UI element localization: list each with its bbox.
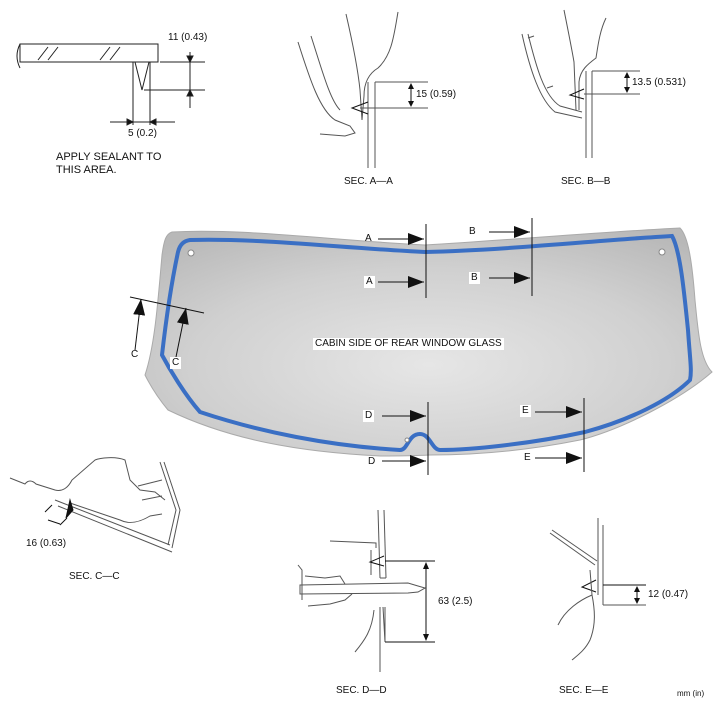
section-b-drawing [521,9,640,158]
section-d-drawing [297,509,435,672]
marker-e-top: E [520,405,531,417]
section-b-dimension: 13.5 (0.531) [632,77,686,88]
sealant-height-dimension: 11 (0.43) [168,32,208,43]
section-e-dimension: 12 (0.47) [648,589,689,600]
glass-label: CABIN SIDE OF REAR WINDOW GLASS [313,338,504,350]
sealant-width-dimension: 5 (0.2) [128,128,157,139]
section-d-caption: SEC. D—D [336,685,387,696]
section-e-caption: SEC. E—E [559,685,609,696]
marker-d-bottom: D [368,456,376,467]
section-c-drawing [9,457,181,553]
sealant-detail-drawing [16,43,205,126]
marker-d-top: D [363,410,375,422]
section-c-dimension: 16 (0.63) [26,538,67,549]
marker-b-top: B [469,226,476,237]
section-a-drawing [297,11,428,168]
sealant-note-line1: APPLY SEALANT TO [56,151,162,163]
marker-c-left: C [131,349,139,360]
section-e-drawing [549,518,646,661]
marker-b-bottom: B [469,272,480,284]
marker-c-right: C [170,357,182,369]
marker-a-bottom: A [364,276,375,288]
section-markers [129,218,585,475]
sealant-note-line2: THIS AREA. [56,164,117,176]
sealant-bead [159,233,693,453]
section-a-dimension: 15 (0.59) [416,89,457,100]
section-d-dimension: 63 (2.5) [438,596,473,607]
units-label: mm (in) [677,689,705,698]
section-b-caption: SEC. B—B [561,176,611,187]
section-a-caption: SEC. A—A [344,176,393,187]
section-c-caption: SEC. C—C [69,571,120,582]
marker-e-bottom: E [524,452,531,463]
marker-a-top: A [365,233,372,244]
